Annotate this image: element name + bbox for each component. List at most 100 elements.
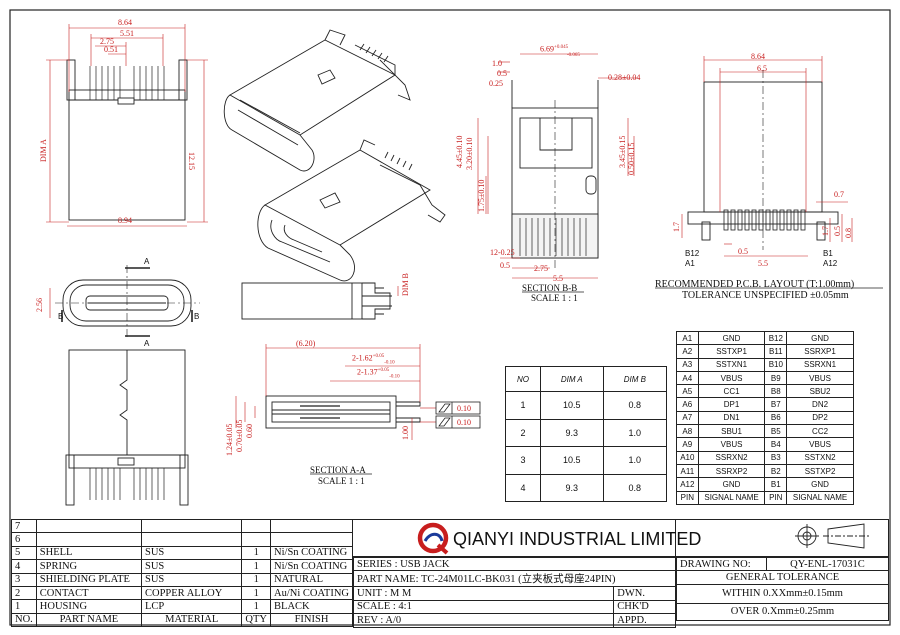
pin-table-cell: A12 [676, 477, 699, 492]
pin-table-header-cell: SIGNAL NAME [786, 490, 854, 505]
tolerance-within: WITHIN 0.XXmm±0.15mm [676, 583, 889, 604]
section-bb-title: SECTION B-B [522, 283, 578, 293]
drawing-no-label: DRAWING NO: [676, 556, 767, 572]
section-aa-tolerance-frames [435, 401, 481, 429]
pin-table-cell: SSTXN2 [786, 450, 854, 465]
bb-dim-669-tol: -0.065 [567, 53, 580, 58]
pin-table-cell: B10 [764, 357, 788, 372]
bb-dim-1225: 12-0.25 [490, 248, 515, 257]
chkd-label: CHK'D [613, 599, 676, 615]
table-row: 7 [11, 518, 353, 534]
pin-table-cell: SSTXP1 [697, 344, 766, 359]
aa-dim-137: 2-1.37+0.05-0.10 [357, 367, 400, 380]
bom-cell: 1 [11, 599, 37, 614]
pin-table-cell: SSRXN1 [786, 357, 854, 372]
general-tolerance: GENERAL TOLERANCE [676, 570, 889, 585]
bom-cell: Ni/Sn COATING [270, 545, 353, 561]
bom-cell: LCP [140, 599, 243, 614]
pcb-label-b1: B1 [823, 249, 833, 258]
dim-table-cell: 9.3 [540, 418, 604, 447]
bb-dim-050: 0.50±0.15 [627, 142, 636, 175]
pcb-dim-width: 8.64 [751, 52, 765, 61]
bom-cell: 1 [241, 545, 272, 561]
bom-cell [270, 518, 353, 534]
bb-dim-445: 4.45±0.10 [455, 135, 464, 168]
bom-cell: SUS [140, 545, 243, 561]
dim-table-cell: 4 [505, 473, 541, 502]
pin-table-cell: SBU1 [697, 424, 766, 439]
table-row: 4 9.3 0.8 [505, 473, 668, 502]
pin-table-cell: VBUS [786, 437, 854, 452]
pcb-label-a1: A1 [685, 259, 695, 268]
pcb-label-a12: A12 [823, 259, 838, 268]
side-view [241, 282, 392, 320]
dim-table-cell: 0.8 [602, 473, 668, 502]
bom-cell: 1 [241, 572, 272, 587]
pin-table-cell: B2 [764, 463, 788, 479]
bom-cell: SPRING [35, 559, 143, 574]
pin-table-cell: SSRXN2 [697, 450, 766, 465]
pin-table-cell: GND [697, 330, 766, 346]
pcb-dim-17: 1.7 [672, 222, 681, 232]
pin-table-cell: VBUS [697, 437, 766, 452]
pin-table-cell: A9 [676, 437, 699, 452]
projection-box [676, 519, 889, 557]
pcb-dim-08: 0.8 [844, 228, 853, 238]
pin-table-cell: B8 [764, 384, 788, 399]
pin-table-cell: GND [697, 477, 766, 492]
pin-table-cell: A6 [676, 397, 699, 412]
top-view [66, 59, 188, 221]
bom-cell: 7 [11, 518, 37, 534]
pin-table-cell: A3 [676, 357, 699, 372]
pin-table-cell: B6 [764, 410, 788, 426]
dim-table: NO DIM A DIM B 1 10.5 0.8 2 9.3 1.0 3 10… [505, 366, 668, 502]
bb-dim-275: 2.75 [534, 264, 548, 273]
pin-table-cell: CC1 [697, 384, 766, 399]
pin-table-cell: A11 [676, 463, 699, 479]
scale: SCALE : 4:1 [352, 599, 615, 615]
dim-top-051: 0.51 [104, 45, 118, 54]
pin-table-cell: SSRXP1 [786, 344, 854, 359]
dim-top-width: 8.64 [118, 18, 132, 27]
section-aa-scale: SCALE 1 : 1 [318, 476, 365, 486]
bom-cell: Ni/Sn COATING [270, 559, 353, 574]
bom-cell: Au/Ni COATING [270, 585, 353, 601]
bom-cell: COPPER ALLOY [140, 585, 243, 601]
dim-table-header-b: DIM B [602, 366, 668, 392]
table-row: 2 9.3 1.0 [505, 418, 668, 447]
bom-cell: SUS [140, 559, 243, 574]
bom-cell: NATURAL [270, 572, 353, 587]
dim-table-cell: 0.8 [602, 391, 668, 420]
pcb-tolerance: TOLERANCE UNSPECIFIED ±0.05mm [682, 290, 849, 301]
company-name: QIANYI INDUSTRIAL LIMITED [453, 529, 702, 549]
bb-dim-175: 1.75±0.10 [477, 179, 486, 212]
pin-table-cell: B7 [764, 397, 788, 412]
pcb-dim-17b: 1.7 [821, 226, 830, 236]
pin-table-cell: VBUS [786, 370, 854, 386]
bom-cell: 3 [11, 572, 37, 587]
front-view [55, 265, 200, 340]
section-aa-title: SECTION A-A [310, 465, 366, 475]
pcb-dim-07: 0.7 [834, 190, 844, 199]
tolerance-over: OVER 0.Xmm±0.25mm [676, 602, 889, 621]
bb-dim-028: 0.28±0.04 [608, 73, 641, 82]
bom-cell [241, 532, 272, 547]
bom-header-cell: MATERIAL [140, 612, 243, 628]
isometric-view-bottom [257, 139, 446, 282]
aa-tol-1: 0.10 [457, 404, 471, 413]
pcb-layout-drawing [687, 70, 839, 250]
appd-label: APPD. [613, 613, 676, 628]
section-marker-b-right: B [194, 312, 200, 321]
dim-b-label: DIM B [401, 273, 410, 296]
